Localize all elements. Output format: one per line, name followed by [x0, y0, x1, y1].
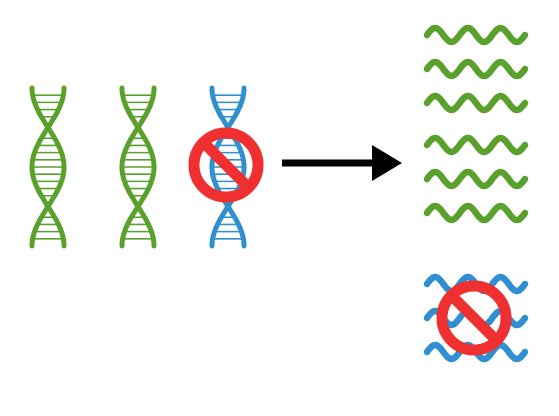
prohibition-slash: [447, 291, 501, 345]
dna-strands-group: [29, 85, 264, 249]
dna-backbone: [119, 85, 157, 249]
dna-backbone: [29, 85, 67, 249]
rna-groups-group: [423, 24, 529, 363]
dna-double-helix-icon: [29, 85, 67, 249]
dna-double-helix-icon: [119, 85, 157, 249]
dna-backbone: [209, 85, 247, 249]
rna-wave-icon: [423, 134, 529, 156]
rna-wave-icon: [423, 58, 529, 80]
rna-wave-icon: [423, 202, 529, 224]
right-arrow-icon: [282, 145, 402, 181]
prohibition-ring: [188, 127, 264, 203]
rna-wave-icon: [423, 92, 529, 114]
prohibition-slash: [199, 138, 253, 192]
dna-backbone: [209, 85, 247, 249]
rna-group: [423, 24, 529, 114]
rna-wave-icon: [423, 168, 529, 190]
arrow-head: [372, 145, 402, 181]
rna-group: [423, 134, 529, 224]
prohibition-icon: [188, 127, 264, 203]
process-arrow-group: [282, 145, 402, 181]
prohibition-ring: [436, 280, 512, 356]
rna-wave-icon: [423, 24, 529, 46]
dna-backbone: [29, 85, 67, 249]
dna-backbone: [119, 85, 157, 249]
prohibition-icon: [436, 280, 512, 356]
